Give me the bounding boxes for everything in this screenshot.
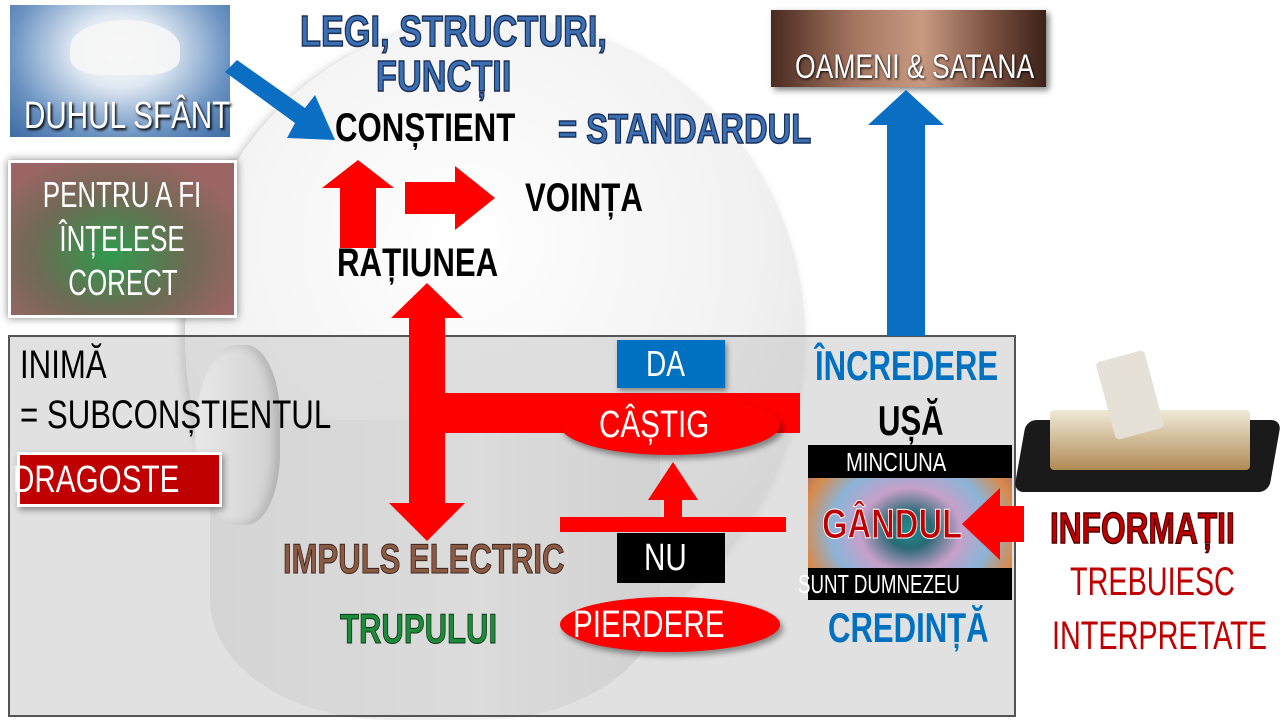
electric-impulse-label: IMPULS ELECTRIC xyxy=(283,535,565,582)
no-label: NU xyxy=(643,537,687,579)
yes-box: DA xyxy=(617,340,725,388)
understood-correctly-box: PENTRU A FI ÎNȚELESE CORECT xyxy=(8,160,237,318)
loss-label: PIERDERE xyxy=(572,603,725,646)
people-satan-image: OAMENI & SATANA xyxy=(771,10,1046,87)
bible-book-image xyxy=(1013,349,1280,495)
red-left-arrow-to-thought xyxy=(962,488,1024,560)
interpreted-label: INTERPRETATE xyxy=(1052,614,1267,658)
understood-line-1: PENTRU A FI xyxy=(43,174,202,215)
people-satan-label: OAMENI & SATANA xyxy=(795,48,1035,86)
reason-label: RAȚIUNEA xyxy=(337,241,499,285)
standard-label: = STANDARDUL xyxy=(557,105,812,152)
blue-up-arrow-to-people xyxy=(868,90,944,336)
love-label: DRAGOSTE xyxy=(12,458,180,501)
body-label: TRUPULUI xyxy=(340,605,498,652)
holy-spirit-image: DUHUL SFÂNT xyxy=(10,5,230,137)
loss-ellipse: PIERDERE xyxy=(560,597,780,652)
lie-label: MINCIUNA xyxy=(845,446,946,477)
lie-bar: MINCIUNA xyxy=(808,445,1012,478)
i-am-god-label: SUNT DUMNEZEU xyxy=(797,569,960,599)
no-box: NU xyxy=(617,533,725,583)
red-small-up-arrow xyxy=(560,462,786,532)
conscious-label: CONȘTIENT xyxy=(335,106,516,150)
thought-label: GÂNDUL xyxy=(822,500,963,547)
door-label: UȘĂ xyxy=(878,397,944,444)
information-label: INFORMAȚII xyxy=(1049,504,1235,553)
subconscious-label: = SUBCONȘTIENTUL xyxy=(20,393,332,437)
laws-line-1: LEGI, STRUCTURI, xyxy=(299,7,607,56)
will-label: VOINȚA xyxy=(525,176,643,220)
laws-line-2: FUNCȚII xyxy=(375,52,512,101)
must-be-label: TREBUIESC xyxy=(1070,560,1235,604)
understood-line-3: CORECT xyxy=(67,262,178,303)
understood-line-2: ÎNȚELESE xyxy=(59,218,186,259)
gain-label: CÂȘTIG xyxy=(599,404,710,446)
heart-label: INIMĂ xyxy=(20,343,107,387)
i-am-god-bar: SUNT DUMNEZEU xyxy=(798,568,1012,600)
gain-ellipse: CÂȘTIG xyxy=(560,395,780,455)
thought-eye-image: MINCIUNA GÂNDUL SUNT DUMNEZEU xyxy=(798,445,1012,600)
faith-label: CREDINȚĂ xyxy=(828,604,989,651)
trust-label: ÎNCREDERE xyxy=(815,342,999,389)
yes-label: DA xyxy=(645,343,685,384)
red-up-arrow-reason-to-conscious xyxy=(322,160,394,248)
love-box: DRAGOSTE xyxy=(13,452,222,507)
holy-spirit-label: DUHUL SFÂNT xyxy=(24,95,231,137)
red-right-arrow-to-will xyxy=(405,166,495,230)
blue-arrow-to-conscious xyxy=(225,60,335,140)
dove-icon xyxy=(70,20,180,75)
